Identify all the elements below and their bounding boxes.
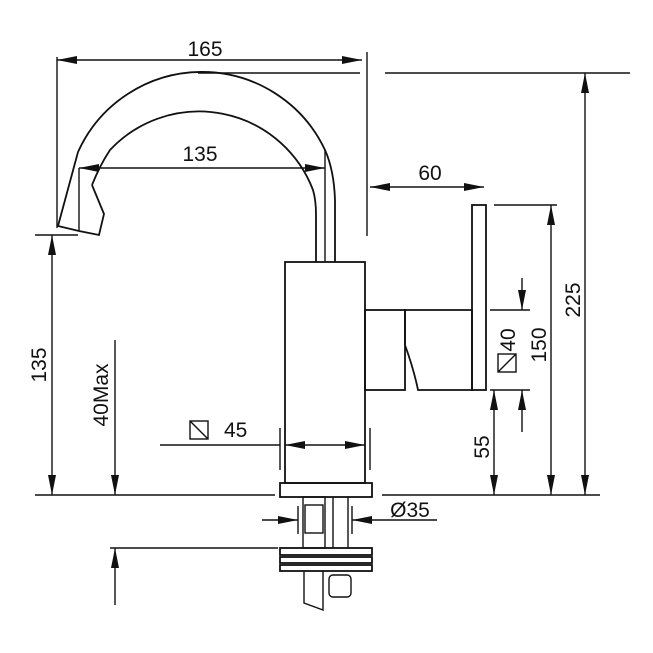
label-165: 165 — [187, 38, 222, 61]
label-55: 55 — [471, 435, 494, 458]
mount-plate-2 — [279, 556, 373, 564]
base-flange — [279, 482, 373, 498]
label-45: 45 — [224, 419, 247, 442]
shank-thread — [304, 504, 324, 534]
label-35: Ø35 — [390, 499, 430, 522]
mount-plate-1 — [279, 547, 373, 556]
handle-neck — [364, 309, 406, 391]
spout-nozzle — [56, 151, 105, 237]
mount-plate-3 — [279, 564, 373, 572]
dimension-lines — [48, 56, 589, 605]
label-150: 150 — [528, 327, 551, 362]
extension-lines — [35, 52, 630, 549]
nut — [328, 574, 352, 598]
label-135-spout: 135 — [182, 143, 217, 166]
label-60: 60 — [418, 162, 441, 185]
hose — [303, 571, 324, 612]
label-135-height: 135 — [28, 347, 51, 382]
label-40max: 40Max — [90, 363, 113, 427]
spout-inner — [91, 110, 317, 262]
label-40: 40 — [497, 328, 520, 351]
spout-outer — [77, 71, 336, 262]
square-section-symbol — [189, 353, 517, 440]
label-225: 225 — [562, 282, 585, 317]
faucet-outline — [56, 71, 487, 612]
faucet-body — [284, 261, 366, 484]
handle-lever — [404, 309, 473, 391]
handle-plate — [471, 204, 487, 391]
